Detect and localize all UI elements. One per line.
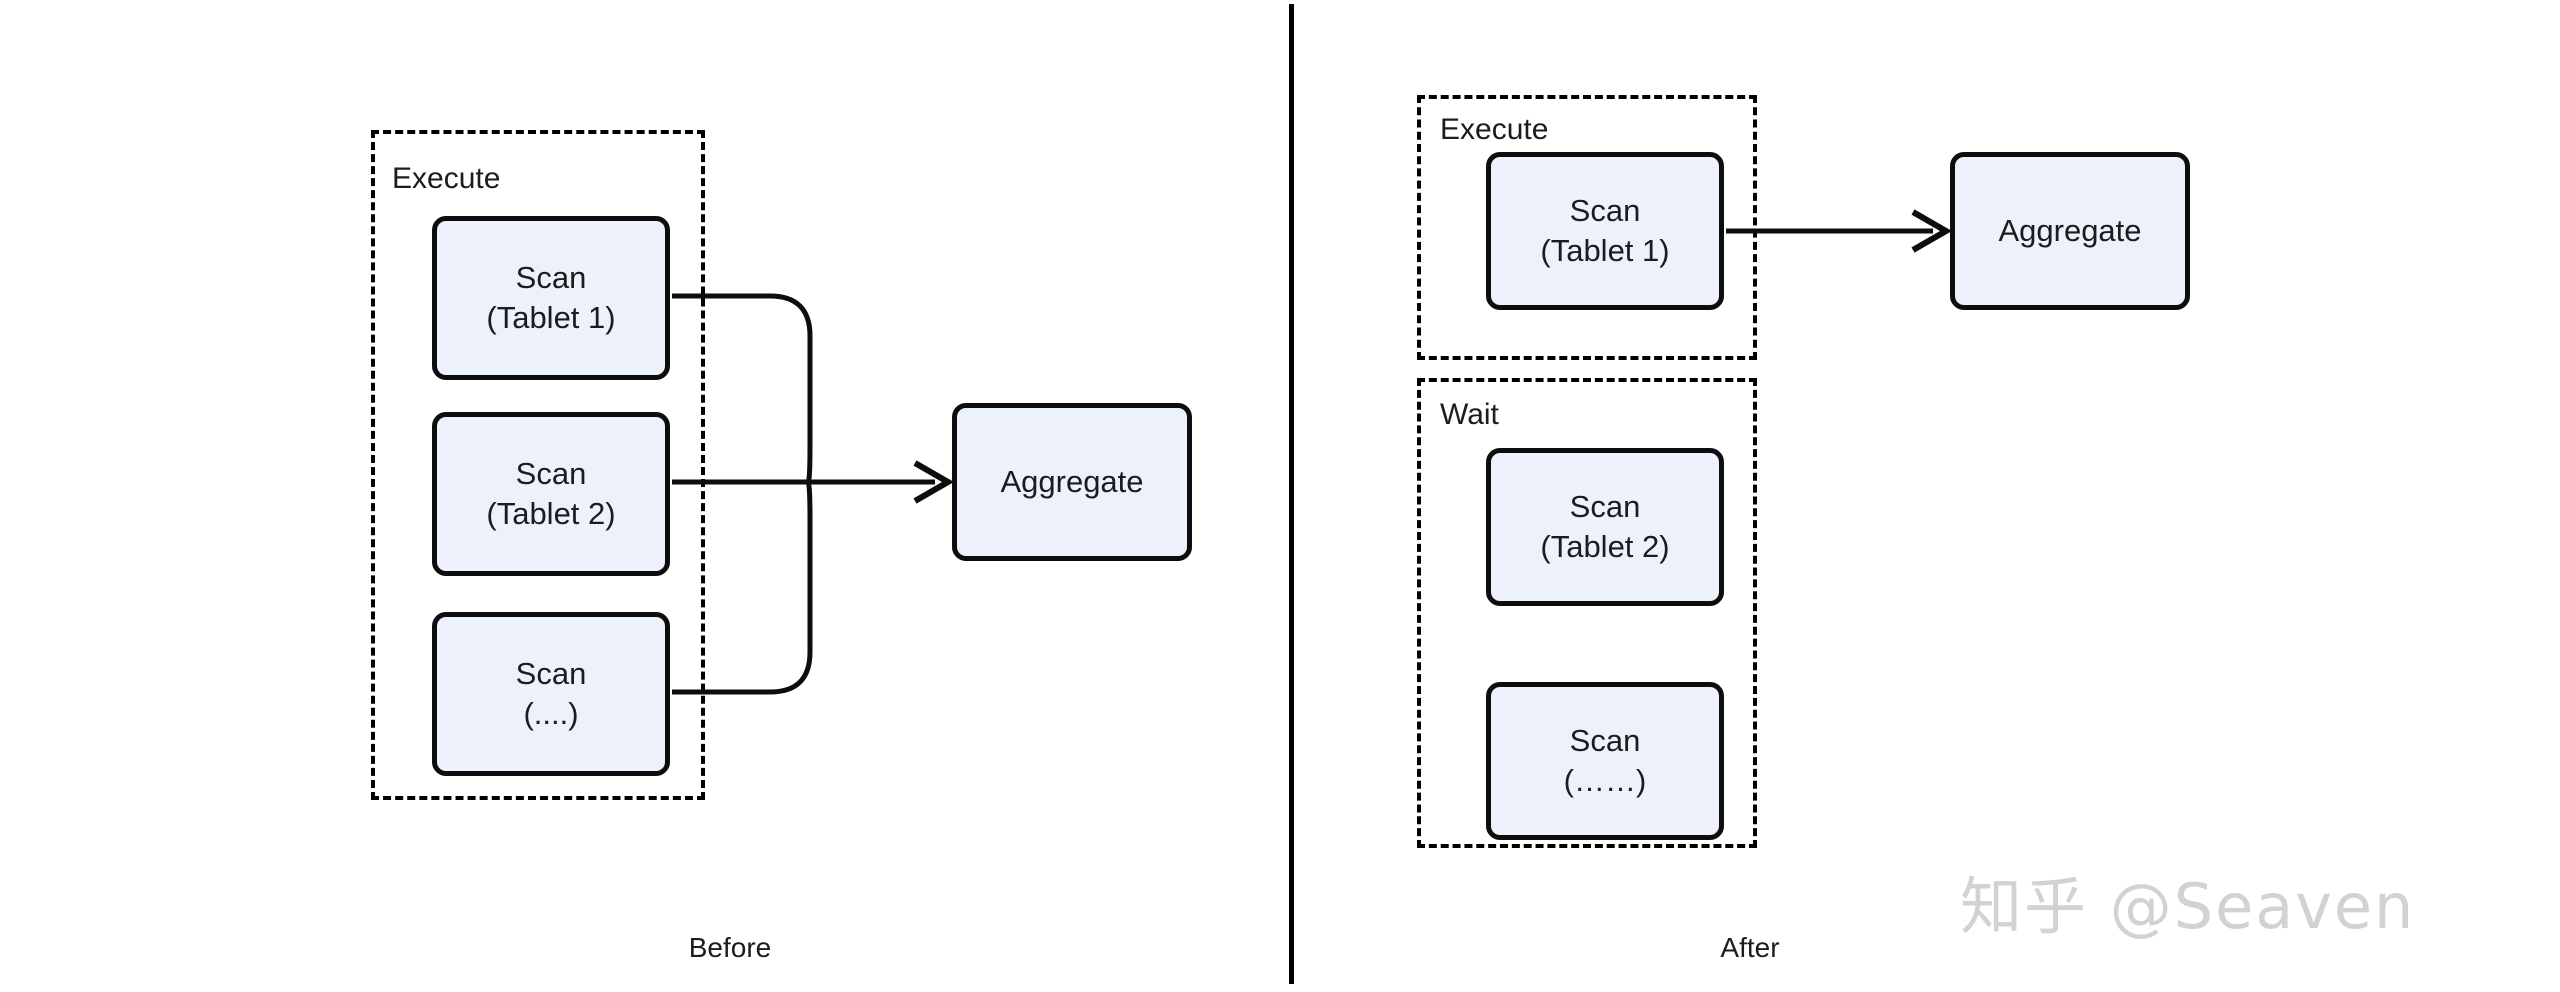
left-node-scan-tablet-1[interactable]: Scan (Tablet 1) <box>432 216 670 380</box>
left-node-scan-ellipsis[interactable]: Scan (....) <box>432 612 670 776</box>
node-line-1: Aggregate <box>1998 212 2142 248</box>
left-node-scan-tablet-2[interactable]: Scan (Tablet 2) <box>432 412 670 576</box>
right-group-execute-label: Execute <box>1440 113 1549 146</box>
left-node-aggregate[interactable]: Aggregate <box>952 403 1192 561</box>
left-caption: Before <box>688 932 772 963</box>
right-group-wait-label: Wait <box>1440 398 1499 431</box>
node-line-1: Scan <box>1569 722 1641 758</box>
node-line-1: Scan <box>1569 192 1641 228</box>
right-node-scan-ellipsis[interactable]: Scan (……) <box>1486 682 1724 840</box>
node-line-2: (……) <box>1563 763 1647 798</box>
watermark: 知乎 @Seaven <box>1960 870 2416 943</box>
right-group-execute <box>1417 95 1757 360</box>
node-line-2: (....) <box>523 696 579 731</box>
left-group-execute-label: Execute <box>392 162 501 195</box>
panel-divider <box>1289 4 1294 984</box>
node-line-1: Scan <box>515 259 587 295</box>
right-caption: After <box>1720 932 1780 963</box>
node-line-2: (Tablet 2) <box>486 496 616 531</box>
node-line-1: Scan <box>515 455 587 491</box>
right-node-scan-tablet-1[interactable]: Scan (Tablet 1) <box>1486 152 1724 310</box>
node-line-2: (Tablet 2) <box>1540 529 1670 564</box>
right-arrowhead <box>1911 209 1953 253</box>
node-line-1: Scan <box>1569 488 1641 524</box>
right-node-scan-tablet-2[interactable]: Scan (Tablet 2) <box>1486 448 1724 606</box>
node-line-2: (Tablet 1) <box>1540 233 1670 268</box>
node-line-1: Aggregate <box>1000 463 1144 499</box>
right-node-aggregate[interactable]: Aggregate <box>1950 152 2190 310</box>
right-group-wait <box>1417 378 1757 848</box>
left-arrowhead <box>913 460 955 504</box>
node-line-2: (Tablet 1) <box>486 300 616 335</box>
node-line-1: Scan <box>515 655 587 691</box>
